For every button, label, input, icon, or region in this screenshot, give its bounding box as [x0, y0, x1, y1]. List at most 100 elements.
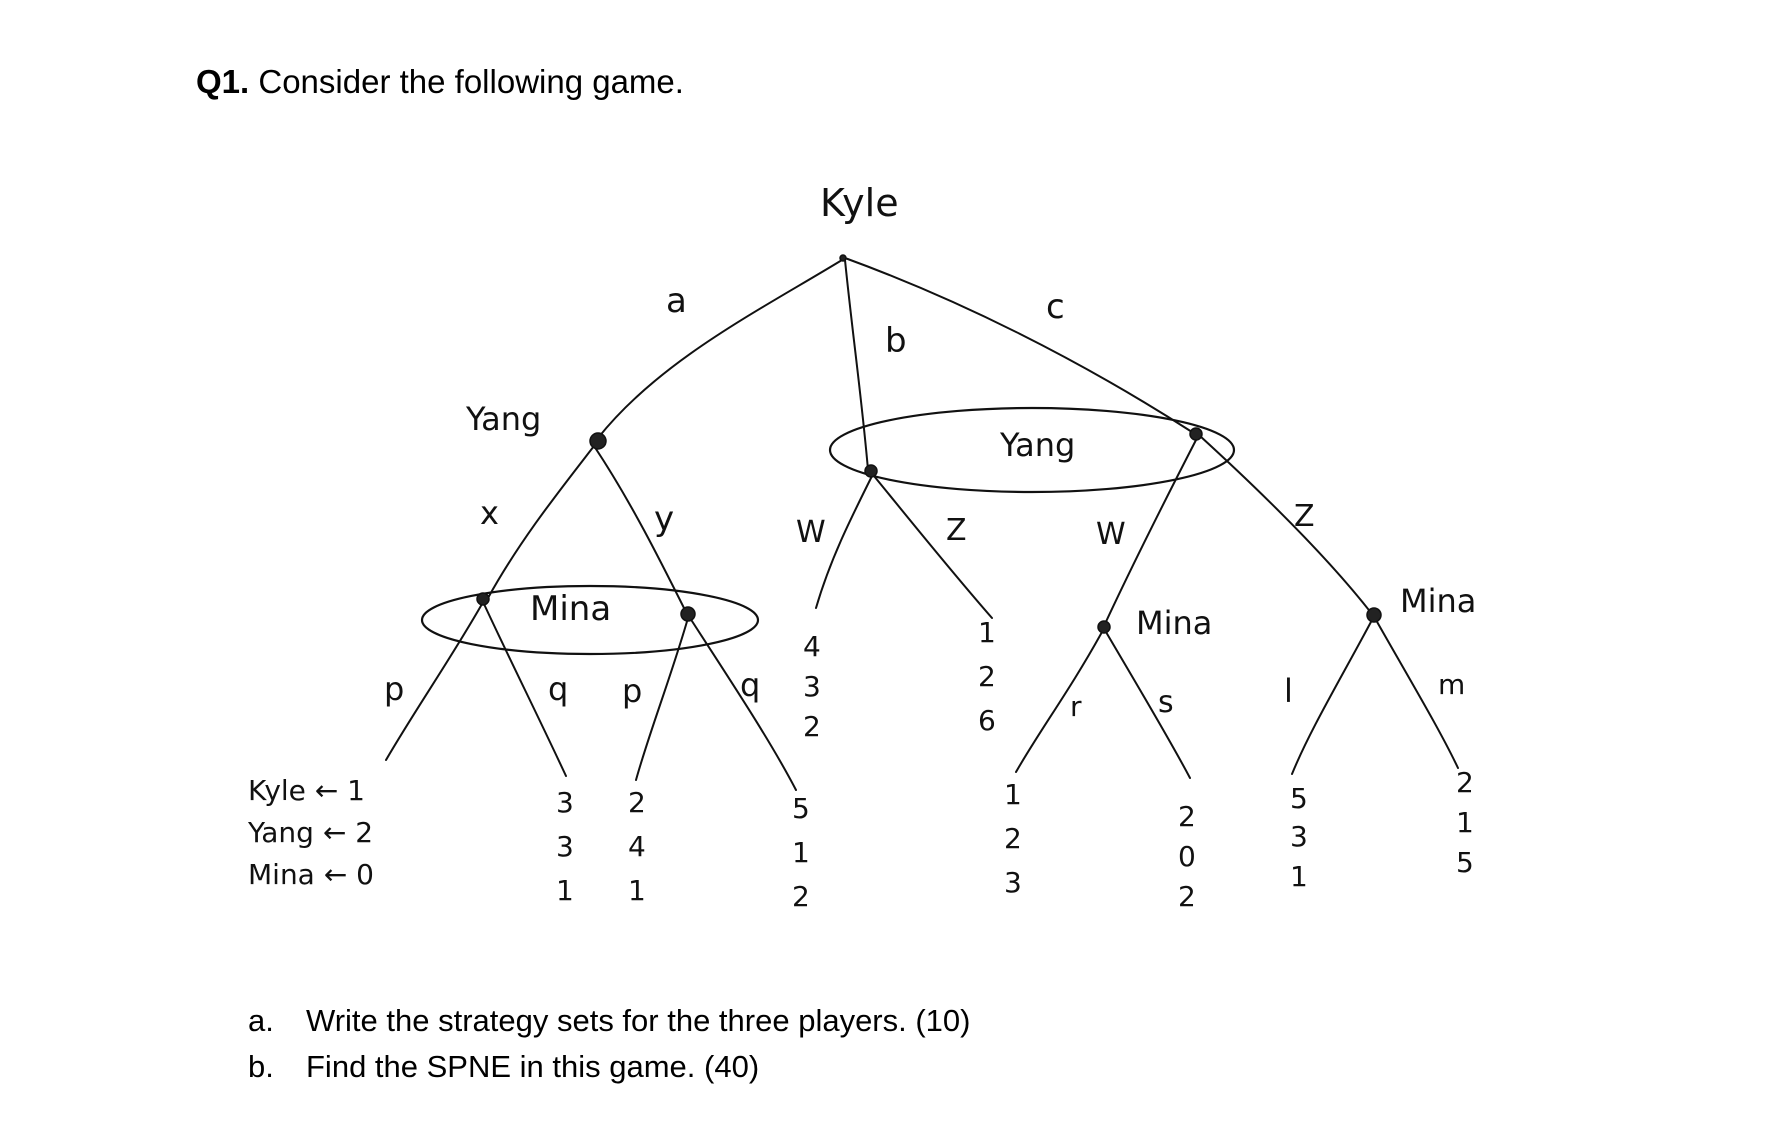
question-text: Consider the following game.	[258, 63, 684, 100]
payoff-vector: 2 4 1	[628, 786, 646, 907]
action-r: r	[1070, 690, 1082, 723]
action-m: m	[1438, 668, 1465, 701]
payoff-value: 3	[1004, 866, 1022, 899]
payoff-key-yang: Yang ← 2	[247, 816, 373, 849]
payoffs: 3 3 1 2 4 1 5 1 2 4 3 2 1 2 6 1 2 3	[556, 616, 1474, 913]
node-mina-x	[476, 592, 490, 606]
question-heading: Q1. Consider the following game.	[196, 62, 684, 102]
edge-yang-b-w	[815, 475, 873, 609]
node-mina-cw	[1097, 620, 1111, 634]
action-b: b	[885, 321, 907, 361]
payoff-key: Kyle ← 1 Yang ← 2 Mina ← 0	[247, 774, 374, 891]
payoff-vector: 1 2 3	[1004, 778, 1022, 899]
action-p-left: p	[384, 670, 404, 708]
tree-edges	[385, 257, 1459, 791]
action-labels: a b c x y p q p q W Z W Z r s l m	[384, 281, 1465, 723]
edge-root-a	[597, 259, 843, 439]
action-w-left: W	[796, 515, 826, 550]
payoff-value: 5	[1456, 846, 1474, 879]
payoff-value: 0	[1178, 840, 1196, 873]
edge-mina-right-q	[689, 617, 797, 791]
infoset-mina	[420, 584, 760, 656]
node-yang-b	[864, 464, 878, 478]
edge-mina-cz-m	[1375, 619, 1459, 769]
payoff-value: 3	[556, 786, 574, 819]
payoff-value: 1	[792, 836, 810, 869]
payoff-value: 2	[628, 786, 646, 819]
edge-yang-c-w	[1103, 439, 1197, 627]
action-z-right: Z	[1294, 499, 1315, 534]
node-yang-c	[1189, 427, 1203, 441]
payoff-vector: 2 1 5	[1456, 766, 1474, 879]
task-list: a. Write the strategy sets for the three…	[248, 998, 971, 1090]
payoff-value: 1	[978, 616, 996, 649]
payoff-value: 3	[556, 830, 574, 863]
payoff-vector: 2 0 2	[1178, 800, 1196, 913]
payoff-value: 2	[1178, 880, 1196, 913]
action-a: a	[666, 281, 687, 321]
edge-mina-left-p	[385, 603, 483, 761]
edge-yang-x	[487, 445, 595, 599]
payoff-value: 1	[1004, 778, 1022, 811]
payoff-value: 3	[1290, 820, 1308, 853]
payoff-value: 4	[803, 630, 821, 663]
payoff-value: 5	[792, 792, 810, 825]
task-letter: b.	[248, 1049, 274, 1084]
action-x: x	[480, 494, 499, 532]
action-l: l	[1284, 672, 1293, 710]
task-item: b. Find the SPNE in this game. (40)	[248, 1044, 971, 1090]
payoff-vector: 4 3 2	[803, 630, 821, 743]
payoff-vector: 5 3 1	[1290, 782, 1308, 893]
payoff-vector: 5 1 2	[792, 792, 810, 913]
edge-mina-left-q	[483, 603, 567, 777]
task-text: Find the SPNE in this game. (40)	[306, 1049, 760, 1084]
label-kyle-root: Kyle	[820, 181, 899, 225]
edge-root-c	[844, 257, 1193, 433]
payoff-key-kyle: Kyle ← 1	[248, 774, 365, 807]
payoff-value: 1	[1290, 860, 1308, 893]
payoff-value: 1	[556, 874, 574, 907]
label-mina-infoset: Mina	[530, 589, 611, 629]
node-mina-cz	[1366, 607, 1382, 623]
task-text: Write the strategy sets for the three pl…	[306, 1003, 971, 1038]
edge-mina-right-p	[635, 617, 689, 781]
action-p-right: p	[622, 672, 642, 710]
task-letter: a.	[248, 1003, 274, 1038]
payoff-value: 2	[978, 660, 996, 693]
infoset-yang	[828, 406, 1236, 494]
payoff-value: 5	[1290, 782, 1308, 815]
edge-yang-y	[593, 445, 687, 613]
action-c: c	[1046, 287, 1065, 327]
label-mina-cw: Mina	[1136, 604, 1212, 642]
payoff-vector: 1 2 6	[978, 616, 996, 737]
payoff-value: 3	[803, 670, 821, 703]
payoff-vector: 3 3 1	[556, 786, 574, 907]
edge-mina-cw-r	[1015, 631, 1103, 773]
node-yang-a	[589, 432, 607, 450]
player-labels: Kyle Yang Yang Mina Mina Mina	[465, 181, 1476, 642]
payoff-value: 2	[792, 880, 810, 913]
edge-mina-cz-l	[1291, 619, 1373, 775]
edge-root-b	[844, 259, 869, 471]
payoff-value: 2	[803, 710, 821, 743]
action-s: s	[1158, 685, 1174, 720]
payoff-value: 6	[978, 704, 996, 737]
payoff-value: 2	[1178, 800, 1196, 833]
payoff-value: 4	[628, 830, 646, 863]
action-y: y	[654, 499, 674, 539]
action-w-right: W	[1096, 517, 1126, 552]
node-mina-y	[680, 606, 696, 622]
action-q-right: q	[740, 666, 760, 704]
payoff-value: 1	[1456, 806, 1474, 839]
label-mina-cz: Mina	[1400, 582, 1476, 620]
payoff-value: 2	[1004, 822, 1022, 855]
label-yang-infoset: Yang	[999, 426, 1075, 464]
payoff-value: 2	[1456, 766, 1474, 799]
edge-yang-c-z	[1199, 435, 1373, 615]
question-number: Q1.	[196, 63, 250, 100]
edge-mina-cw-s	[1105, 631, 1191, 779]
payoff-value: 1	[628, 874, 646, 907]
edge-yang-b-z	[873, 475, 993, 619]
action-q-left: q	[548, 670, 568, 708]
